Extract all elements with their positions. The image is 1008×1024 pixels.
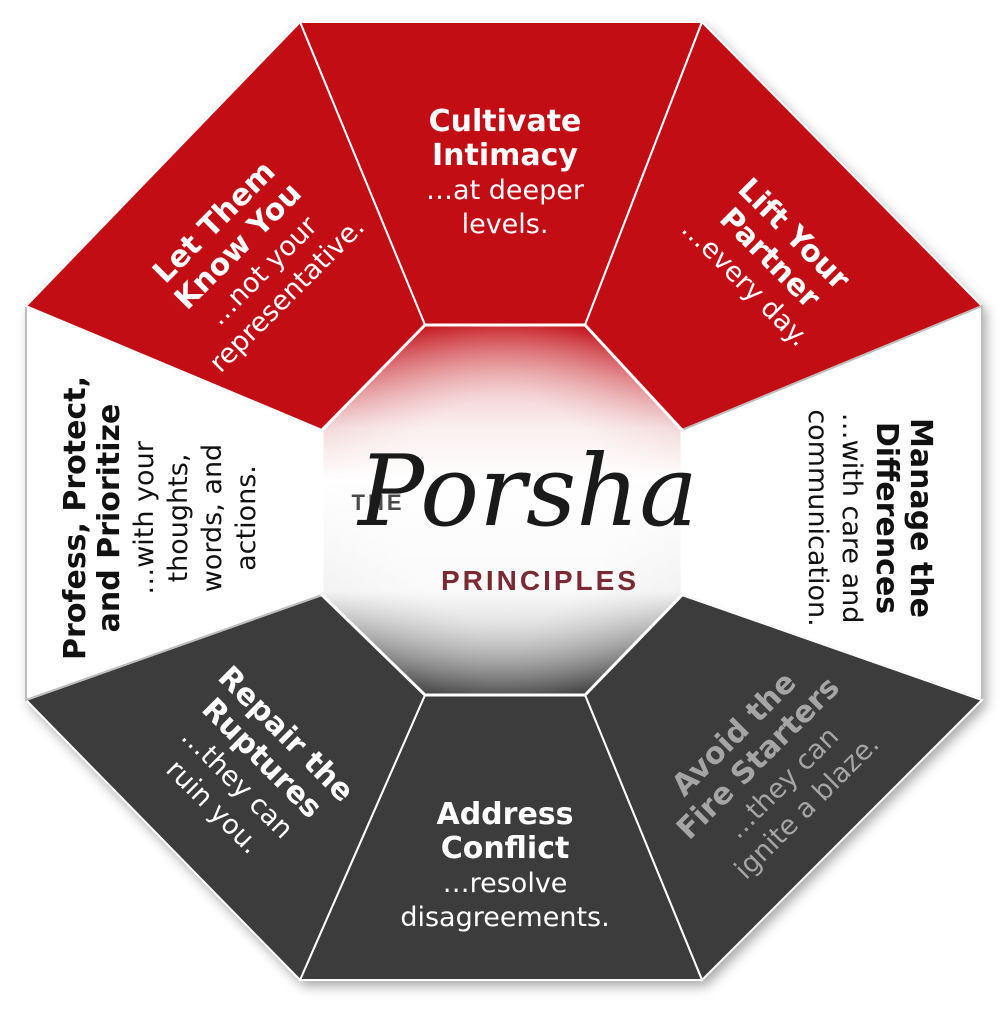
segment-subtitle: words, and bbox=[197, 444, 228, 592]
logo-the: THE bbox=[352, 490, 405, 515]
segment-title: Address bbox=[436, 797, 573, 832]
segments-layer bbox=[24, 20, 984, 982]
segment-title: Manage the bbox=[903, 418, 938, 618]
segment-subtitle: …with care and bbox=[836, 413, 867, 624]
center-glow bbox=[322, 325, 682, 695]
segment-subtitle: thoughts, bbox=[163, 454, 194, 583]
segment-subtitle: disagreements. bbox=[400, 902, 609, 933]
center-emblem: THE Porsha PRINCIPLES bbox=[320, 323, 698, 697]
segment-subtitle: …at deeper bbox=[426, 175, 585, 206]
segment-subtitle: …with your bbox=[129, 440, 160, 594]
segment-subtitle: levels. bbox=[462, 209, 549, 240]
logo-principles: PRINCIPLES bbox=[441, 565, 639, 596]
segment-title: Profess, Protect, bbox=[58, 376, 93, 660]
segment-title: Conflict bbox=[441, 831, 570, 866]
logo-script: Porsha bbox=[356, 435, 698, 549]
segment-title: Differences bbox=[869, 422, 904, 614]
segment-title: and Prioritize bbox=[92, 404, 127, 633]
segment-subtitle: …resolve bbox=[443, 868, 568, 899]
segment-title: Intimacy bbox=[432, 138, 578, 173]
segment-subtitle: communication. bbox=[802, 409, 833, 626]
segment-title: Cultivate bbox=[429, 104, 582, 139]
segment-subtitle: actions. bbox=[231, 465, 262, 571]
label-profess-protect-prioritize: Profess, Protect,and Prioritize…with you… bbox=[58, 376, 262, 660]
